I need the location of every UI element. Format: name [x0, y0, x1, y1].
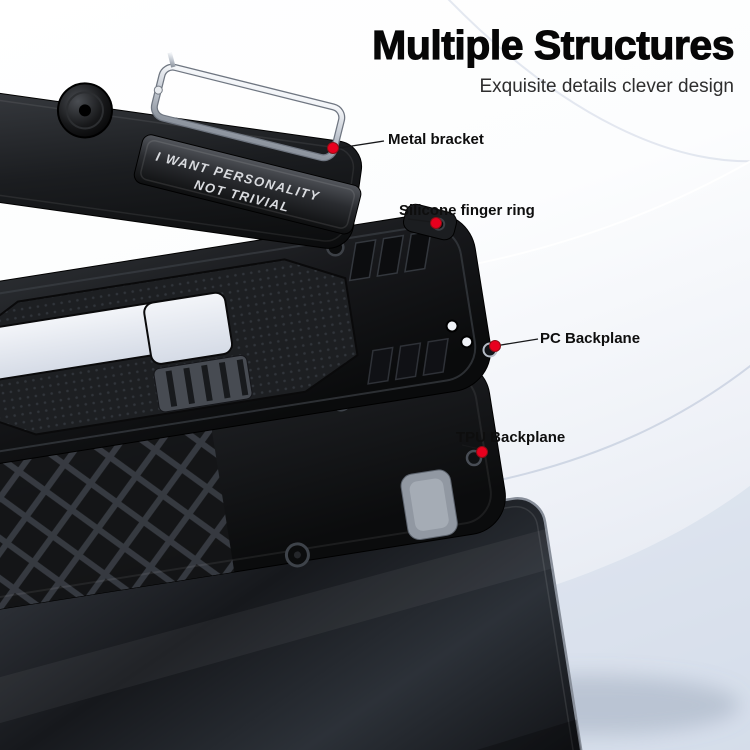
callout-dot-silicone-ring — [430, 217, 442, 229]
lanyard-hole-2 — [460, 335, 474, 349]
callout-label-metal-bracket: Metal bracket — [388, 131, 484, 148]
callout-dot-metal-bracket — [327, 142, 339, 154]
tpu-lattice-texture — [0, 399, 235, 623]
screen-reflection — [0, 528, 553, 732]
callout-line-tpu-backplane — [461, 444, 481, 450]
page-subtitle: Exquisite details clever design — [479, 76, 734, 98]
armor-ridges-top — [348, 230, 432, 282]
armor-ridges-bottom — [367, 337, 449, 385]
kickstand-cutout — [0, 291, 234, 381]
kickstand-groove-block — [153, 354, 253, 413]
callout-line-pc-backplane — [494, 338, 539, 347]
callout-dot-tpu-backplane — [476, 446, 488, 458]
callout-dot-pc-backplane — [489, 340, 501, 352]
callout-label-tpu-backplane: TPU Backplane — [456, 429, 566, 446]
bracket-hook — [167, 52, 176, 68]
pc-backplane-layer — [0, 212, 492, 469]
callout-label-pc-backplane: PC Backplane — [540, 330, 641, 347]
callout-line-silicone-ring — [407, 218, 433, 223]
callouts-overlay — [327, 140, 539, 467]
callout-line-metal-bracket — [338, 140, 385, 149]
bracket-hinge — [153, 85, 163, 95]
wave-line-top — [447, 0, 750, 163]
header: Multiple Structures Exquisite details cl… — [372, 22, 735, 98]
page-title: Multiple Structures — [372, 22, 735, 68]
metal-bracket — [150, 52, 346, 162]
lanyard-hole-1 — [445, 319, 459, 333]
callout-label-silicone-finger-ring: Silicone finger ring — [399, 202, 535, 219]
